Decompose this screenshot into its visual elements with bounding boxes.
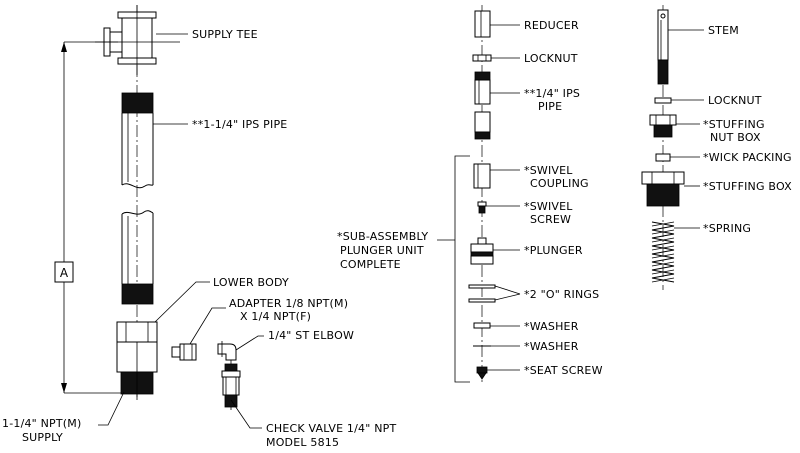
label-stuffing-nut-box-line2: NUT BOX [710, 131, 761, 144]
label-plunger: *PLUNGER [524, 244, 583, 257]
label-spring: *SPRING [703, 222, 751, 235]
label-seat-screw: *SEAT SCREW [524, 364, 603, 377]
dimension-a [54, 41, 121, 394]
main-pipe-lower [121, 210, 154, 305]
label-swivel-screw-line2: SCREW [530, 213, 571, 226]
label-stem: STEM [708, 24, 739, 37]
plunger [470, 237, 494, 265]
adapter [171, 343, 197, 361]
wick-packing [655, 153, 671, 162]
label-supply-tee: SUPPLY TEE [192, 28, 258, 41]
locknut-2 [654, 97, 672, 104]
label-swivel-coupling-line2: COUPLING [530, 177, 589, 190]
stuffing-nut-box [649, 114, 677, 138]
label-small-pipe-line2: PIPE [538, 100, 562, 113]
label-small-pipe-line1: **1/4" IPS [524, 87, 580, 100]
label-swivel-coupling-line1: *SWIVEL [524, 164, 573, 177]
label-wick-packing: *WICK PACKING [703, 151, 792, 164]
st-elbow [217, 341, 237, 361]
leader-npt-supply [98, 391, 125, 426]
lower-body [116, 321, 158, 400]
dimension-a-label: A [60, 266, 69, 280]
label-reducer: REDUCER [524, 19, 579, 32]
label-lower-body: LOWER BODY [213, 276, 289, 289]
swivel-screw [477, 201, 487, 214]
label-o-rings: *2 "O" RINGS [524, 288, 599, 301]
label-sub-assembly-line2: PLUNGER UNIT [340, 244, 424, 257]
label-st-elbow: 1/4" ST ELBOW [268, 329, 354, 342]
leader-lower-body [154, 281, 210, 323]
label-ips-pipe-main: **1-1/4" IPS PIPE [192, 118, 287, 131]
label-npt-supply-line1: 1-1/4" NPT(M) [2, 417, 81, 430]
label-sub-assembly-line1: *SUB-ASSEMBLY [337, 230, 428, 243]
leader-st-elbow [235, 335, 264, 351]
label-washer-2: *WASHER [524, 340, 579, 353]
label-stuffing-nut-box-line1: *STUFFING [703, 118, 765, 131]
leader-o-rings [494, 285, 521, 301]
leader-adapter [189, 307, 226, 345]
reducer [474, 10, 491, 38]
spring [651, 221, 675, 283]
sub-assembly-bracket [454, 155, 470, 383]
check-valve [221, 360, 241, 410]
label-locknut-1: LOCKNUT [524, 52, 578, 65]
stem [657, 9, 669, 85]
main-pipe-upper [121, 92, 154, 189]
label-washer-1: *WASHER [524, 320, 579, 333]
label-swivel-screw-line1: *SWIVEL [524, 200, 573, 213]
locknut-1 [472, 54, 492, 62]
label-adapter-line2: X 1/4 NPT(F) [240, 310, 311, 323]
leader-check-valve [230, 399, 262, 429]
label-sub-assembly-line3: COMPLETE [340, 258, 401, 271]
supply-tee [95, 5, 180, 75]
label-stuffing-box: *STUFFING BOX [703, 180, 792, 193]
small-ips-pipe [474, 71, 491, 140]
swivel-coupling [473, 163, 491, 189]
label-adapter-line1: ADAPTER 1/8 NPT(M) [229, 297, 348, 310]
label-locknut-2: LOCKNUT [708, 94, 762, 107]
washer-1 [473, 322, 491, 329]
stuffing-box [641, 171, 685, 207]
label-check-valve-line2: MODEL 5815 [266, 436, 339, 449]
seat-screw [476, 366, 488, 380]
label-check-valve-line1: CHECK VALVE 1/4" NPT [266, 422, 396, 435]
o-rings [468, 284, 496, 303]
label-npt-supply-line2: SUPPLY [22, 431, 63, 444]
